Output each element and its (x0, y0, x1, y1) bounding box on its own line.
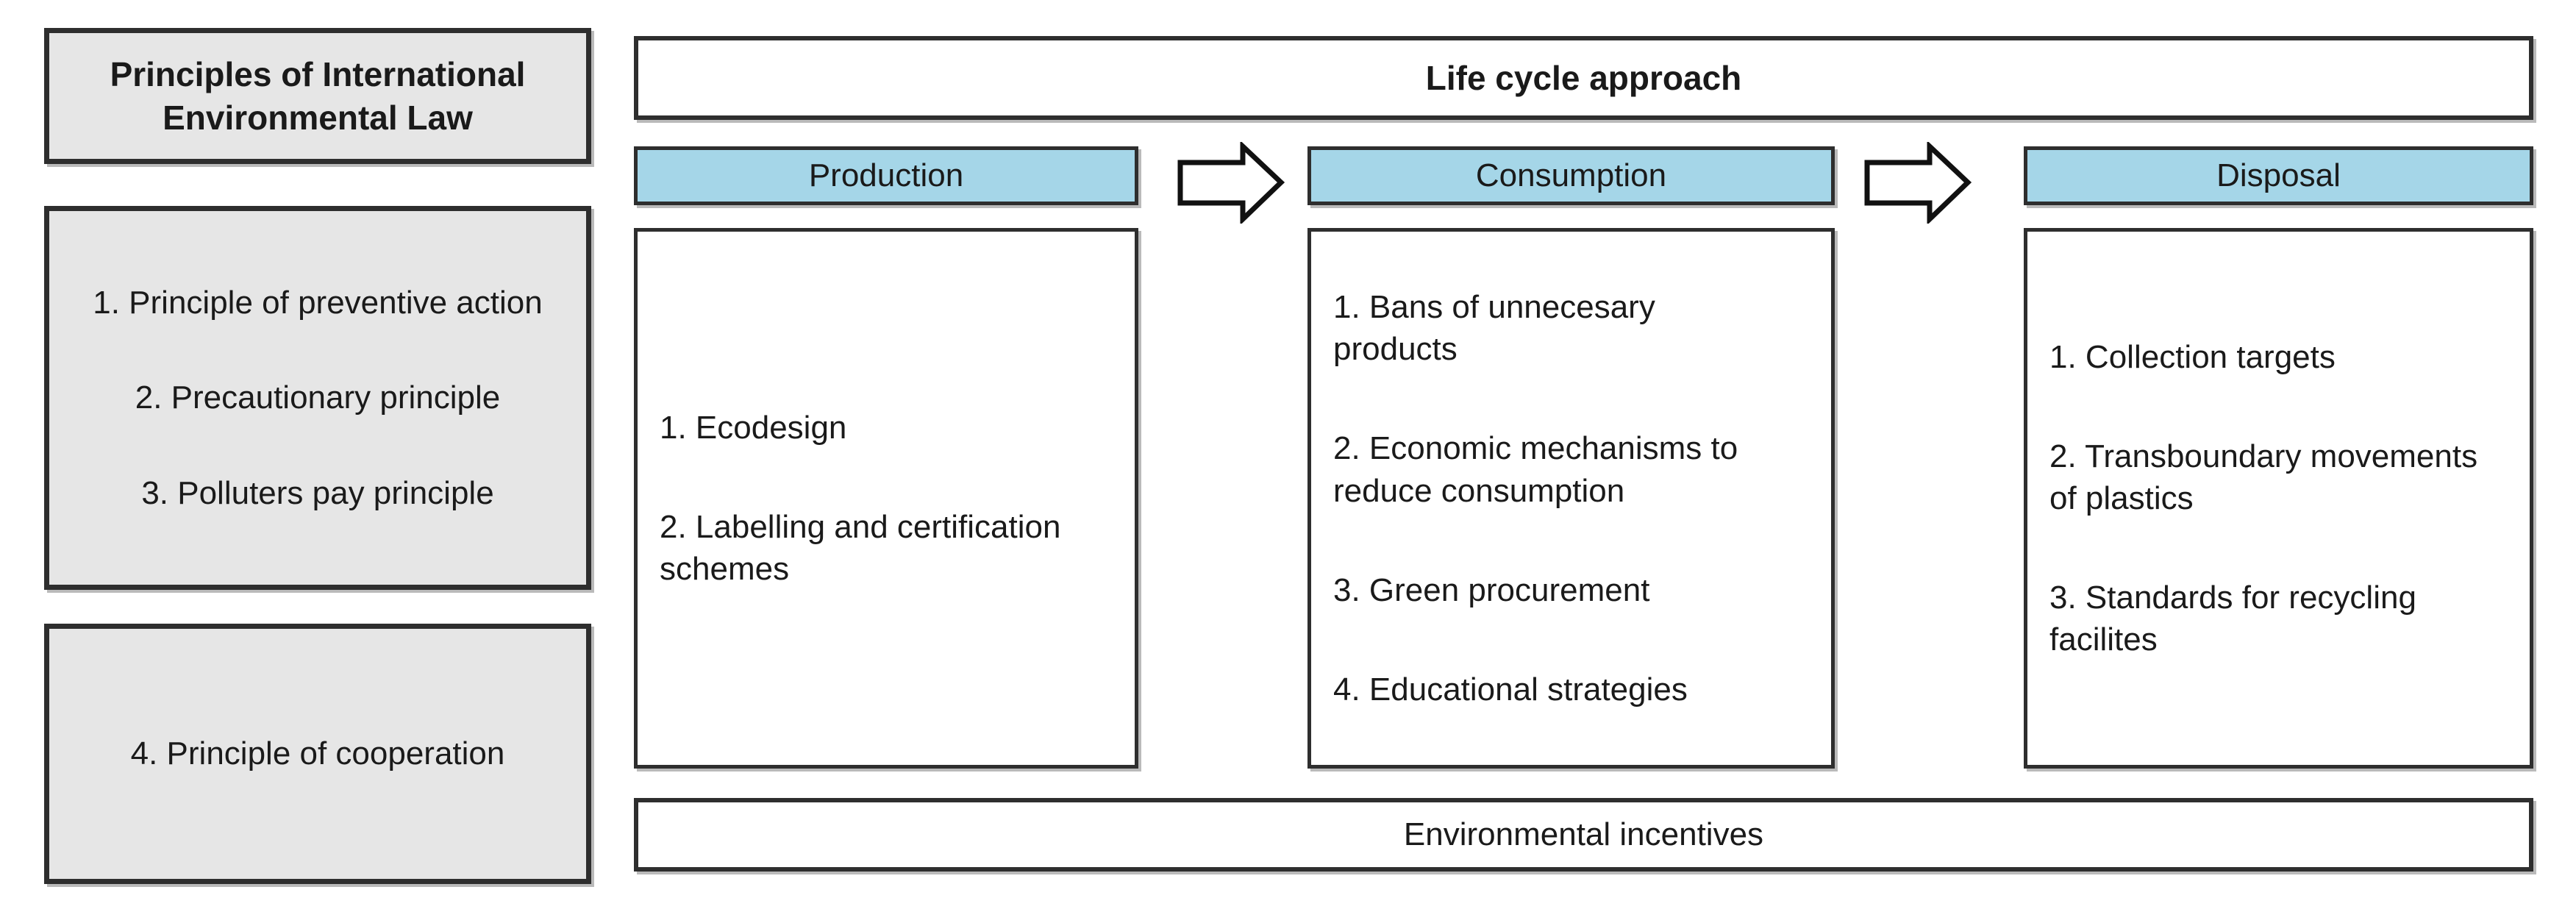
right-arrow-icon (1863, 142, 1972, 224)
lifecycle-approach-header: Life cycle approach (634, 36, 2533, 120)
column-header-disposal: Disposal (2024, 146, 2533, 205)
production-item-1: 1. Ecodesign (660, 409, 847, 446)
column-body-disposal: 1. Collection targets 2. Transboundary m… (2024, 228, 2533, 769)
principle-item-3: 3. Polluters pay principle (141, 474, 494, 511)
column-header-production: Production (634, 146, 1138, 205)
environmental-incentives-bar: Environmental incentives (634, 798, 2533, 872)
consumption-item-4: 4. Educational strategies (1333, 671, 1688, 708)
column-header-consumption: Consumption (1307, 146, 1835, 205)
right-arrow-icon (1177, 142, 1285, 224)
principle-item-4-box: 4. Principle of cooperation (44, 624, 591, 884)
principle-item-2: 2. Precautionary principle (135, 379, 501, 416)
consumption-item-3: 3. Green procurement (1333, 571, 1650, 608)
principle-item-1: 1. Principle of preventive action (93, 285, 543, 321)
disposal-item-2: 2. Transboundary movements of plastics (2049, 438, 2478, 516)
disposal-item-3: 3. Standards for recycling facilites (2049, 580, 2416, 658)
production-item-2: 2. Labelling and certification schemes (660, 508, 1061, 588)
consumption-item-1: 1. Bans of unnecesary products (1333, 288, 1655, 368)
column-body-consumption: 1. Bans of unnecesary products 2. Econom… (1307, 228, 1835, 769)
principles-title-box: Principles of International Environmenta… (44, 28, 591, 164)
column-body-production: 1. Ecodesign 2. Labelling and certificat… (634, 228, 1138, 769)
disposal-item-1: 1. Collection targets (2049, 338, 2336, 375)
consumption-item-2: 2. Economic mechanisms to reduce consump… (1333, 430, 1738, 509)
principles-list-box: 1. Principle of preventive action 2. Pre… (44, 206, 591, 590)
